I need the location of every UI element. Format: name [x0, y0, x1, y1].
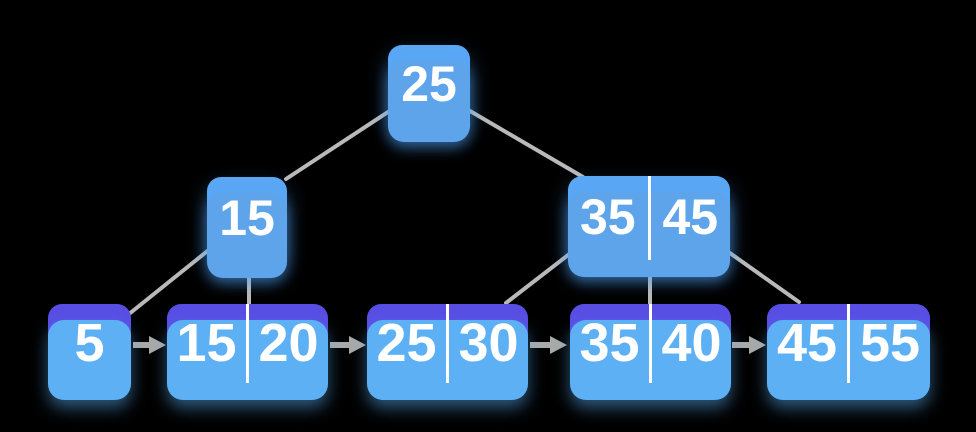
tree-edge-15-5: [127, 247, 212, 316]
tree-node-root: 25: [388, 45, 470, 142]
node-key: 25: [401, 56, 457, 112]
tree-node-leaf-15-20: 15 20: [167, 304, 328, 400]
tree-node-leaf-45-55: 45 55: [767, 304, 930, 400]
tree-node-leaf-35-40: 35 40: [570, 304, 731, 400]
tree-node-leaf-25-30: 25 30: [367, 304, 528, 400]
node-key: 25: [376, 312, 437, 373]
node-key: 35: [579, 312, 640, 373]
tree-node-internal-35-45: 35 45: [568, 176, 731, 277]
node-key: 45: [776, 312, 838, 373]
node-key: 5: [74, 312, 105, 373]
leaf-link-arrowhead: [550, 336, 567, 354]
leaf-link-arrowhead: [349, 336, 366, 354]
tree-edge-35-45-45-55: [725, 249, 801, 304]
node-key: 35: [579, 189, 636, 245]
leaf-link-arrowhead: [749, 336, 766, 354]
node-key: 15: [219, 190, 275, 246]
node-key: 20: [246, 304, 328, 383]
node-key: 55: [847, 304, 930, 383]
node-key: 40: [649, 304, 731, 383]
node-key: 30: [446, 304, 528, 383]
leaf-link-arrowhead: [149, 336, 166, 354]
tree-edge-35-45-25-30: [504, 250, 574, 305]
tree-node-leaf-5: 5: [48, 304, 131, 400]
node-key: 15: [176, 312, 237, 373]
leaf-link-arrows: [133, 336, 766, 354]
node-key: 45: [647, 176, 731, 260]
tree-edge-root-15: [284, 110, 390, 181]
tree-node-internal-15: 15: [207, 177, 287, 278]
tree-edge-root-35-45: [468, 109, 585, 179]
